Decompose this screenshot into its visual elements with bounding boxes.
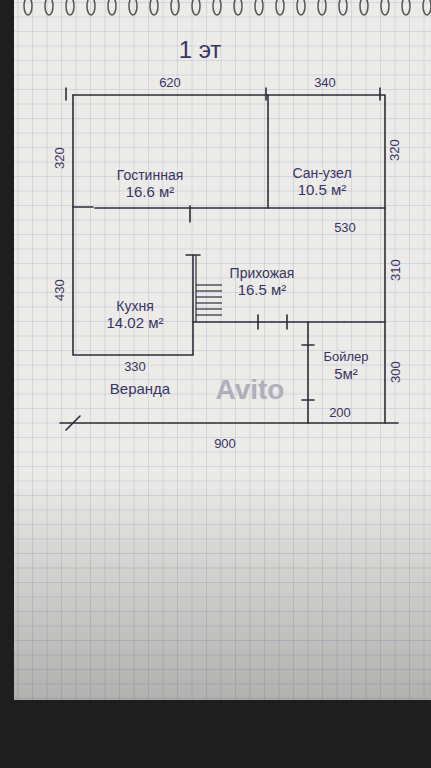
room-name: Кухня (116, 298, 153, 314)
room-label: Веранда (108, 378, 172, 399)
room-name: Бойлер (323, 350, 368, 365)
spiral-ring (318, 0, 326, 15)
room-area: 10.5 м² (298, 181, 347, 198)
spiral-ring (171, 0, 179, 15)
door-tick (66, 206, 314, 430)
spiral-ring (66, 0, 74, 15)
dimension-label: 620 (159, 76, 181, 90)
dimension-label: 200 (329, 406, 351, 420)
room-label: Прихожая16.5 м² (228, 263, 297, 300)
spiral-ring (87, 0, 95, 15)
stair-tread (196, 314, 222, 315)
spiral-ring (297, 0, 305, 15)
room-label: Бойлер5м² (321, 348, 370, 384)
spiral-ring (234, 0, 242, 15)
outer-wall (73, 95, 385, 423)
floor-title: 1 эт (179, 37, 222, 63)
paper-shadow (14, 470, 431, 700)
room-name: Прихожая (230, 265, 295, 281)
room-name: Гостинная (117, 167, 184, 183)
room-name: Веранда (110, 380, 170, 397)
dimension-label: 320 (53, 147, 67, 169)
partition-wall (95, 207, 385, 209)
dimension-label: 330 (124, 360, 146, 374)
spiral-ring (402, 0, 410, 15)
paper-grid (14, 0, 431, 700)
room-area: 16.5 м² (238, 281, 287, 298)
dimension-label: 430 (53, 279, 67, 301)
stair-tread (196, 308, 222, 309)
room-name: Сан-узел (292, 165, 351, 181)
spiral-ring (45, 0, 53, 15)
spiral-ring (339, 0, 347, 15)
room-area: 14.02 м² (106, 314, 163, 331)
stairs-symbol (196, 255, 222, 322)
spiral-ring (129, 0, 137, 15)
stair-side (195, 255, 196, 322)
room-area: 16.6 м² (126, 183, 175, 200)
dimension-label: 900 (214, 437, 236, 451)
dimension-label: 300 (389, 361, 403, 383)
partition-wall (193, 321, 385, 323)
spiral-ring (24, 0, 32, 15)
stair-tread (196, 284, 222, 285)
dimension-label: 530 (334, 221, 356, 235)
room-area: 5м² (334, 365, 358, 382)
spiral-ring (423, 0, 431, 15)
room-label: Сан-узел10.5 м² (290, 163, 353, 200)
room-label: Гостинная16.6 м² (115, 165, 186, 202)
partition-wall (267, 95, 269, 208)
spiral-ring (150, 0, 158, 15)
paper-sheet (14, 0, 431, 700)
stair-tread (196, 302, 222, 303)
spiral-binding (24, 0, 431, 15)
stair-tread (196, 290, 222, 291)
stair-tread (196, 296, 222, 297)
boiler-wall (307, 322, 309, 423)
spiral-ring (192, 0, 200, 15)
spiral-ring (360, 0, 368, 15)
dimension-label: 320 (388, 139, 402, 161)
spiral-ring (255, 0, 263, 15)
dimension-label: 340 (314, 76, 336, 90)
dimension-label: 310 (389, 259, 403, 281)
room-label: Кухня14.02 м² (104, 296, 165, 333)
spiral-ring (213, 0, 221, 15)
spiral-ring (381, 0, 389, 15)
spiral-ring (108, 0, 116, 15)
bottom-line (60, 422, 398, 424)
spiral-ring (276, 0, 284, 15)
watermark: Avito (216, 375, 285, 406)
kitchen-wall (73, 95, 193, 355)
walls (60, 88, 398, 430)
